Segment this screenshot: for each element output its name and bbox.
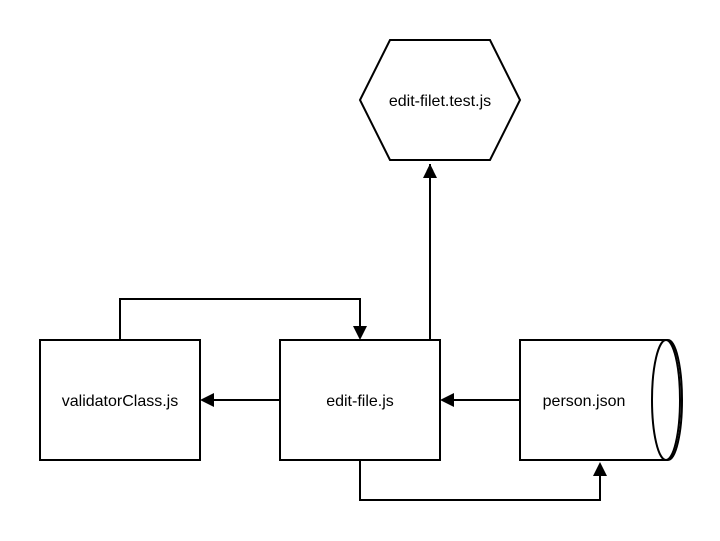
edge-edit-file-to-person-json	[359, 460, 601, 501]
rectangle-shape	[39, 339, 201, 461]
cylinder-body	[519, 339, 683, 461]
node-test-file[interactable]: edit-filet.test.js	[358, 39, 522, 161]
node-label-test-file: edit-filet.test.js	[389, 93, 491, 110]
node-label-validator: validatorClass.js	[62, 393, 178, 410]
arrowhead-person-json-to-edit-file	[440, 393, 454, 407]
node-validator[interactable]: validatorClass.js	[39, 339, 201, 461]
node-label-edit-file: edit-file.js	[326, 393, 394, 410]
node-label-person-json: person.json	[543, 393, 626, 410]
node-person-json[interactable]: person.json	[519, 339, 683, 461]
rectangle-shape	[279, 339, 441, 461]
arrowhead-edit-file-to-person-json	[593, 462, 607, 476]
arrowhead-edit-file-to-test-file	[423, 164, 437, 178]
node-edit-file[interactable]: edit-file.js	[279, 339, 441, 461]
edge-validator-to-edit-file	[119, 298, 361, 340]
arrowhead-edit-file-to-validator	[200, 393, 214, 407]
arrowhead-validator-to-edit-file	[353, 326, 367, 340]
cylinder-cap	[651, 339, 681, 461]
hexagon-shape	[358, 39, 522, 161]
